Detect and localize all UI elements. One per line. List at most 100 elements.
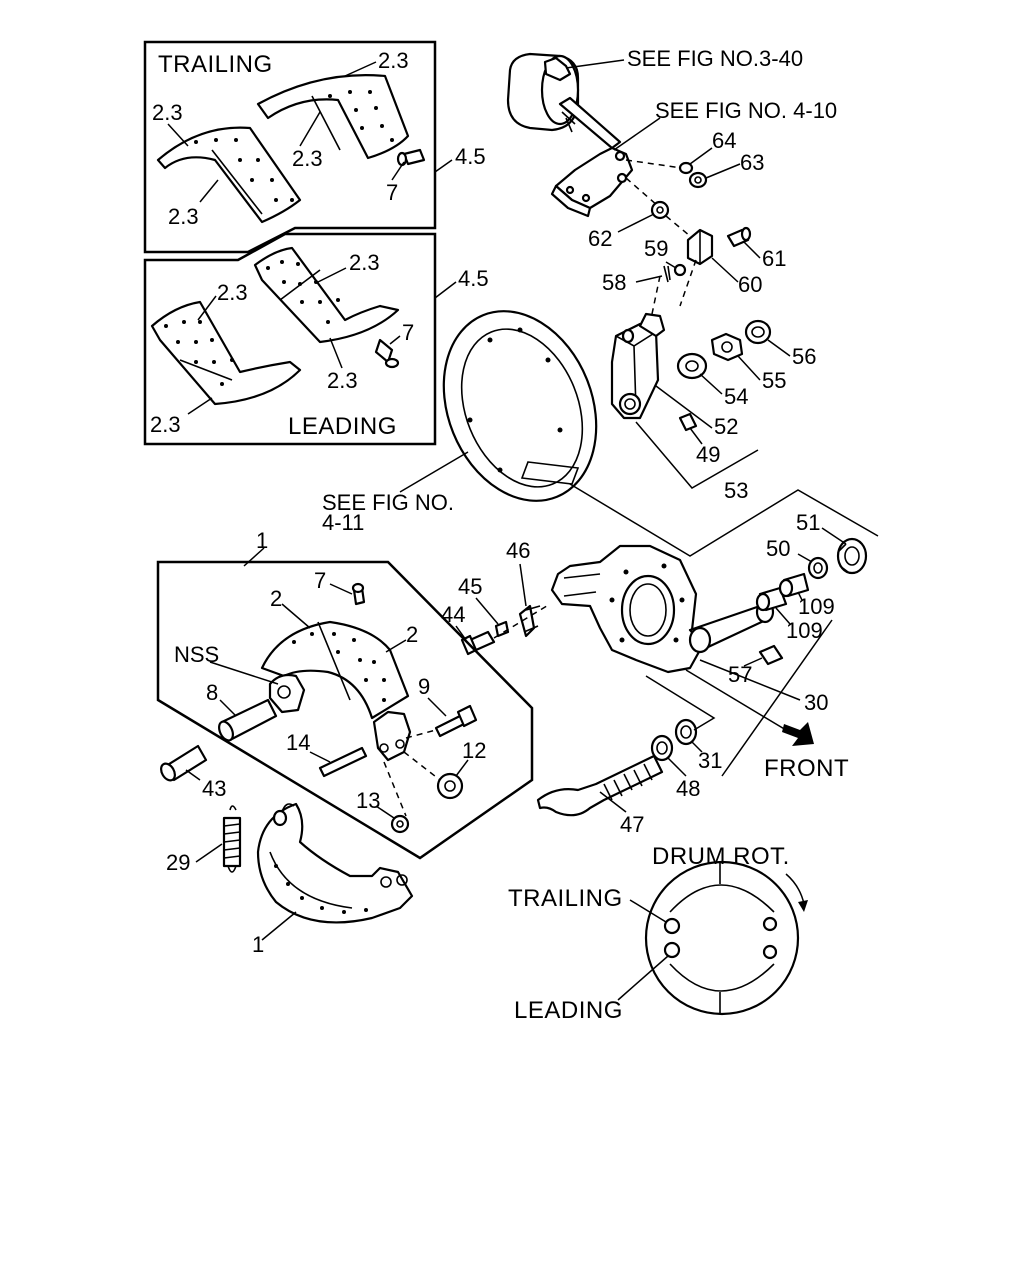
label-1-bottom: 1 bbox=[252, 932, 264, 957]
leading-lining-lower bbox=[150, 300, 302, 406]
front-arrow bbox=[685, 669, 814, 746]
bushing-109a bbox=[755, 586, 788, 612]
label-trailing-7: 7 bbox=[386, 180, 398, 205]
rot-leading-label: LEADING bbox=[514, 997, 623, 1024]
lining-kit-boxes: TRAILING LEADING bbox=[143, 40, 489, 446]
see-fig-4-11-line1: SEE FIG NO. bbox=[322, 490, 454, 515]
washer-45 bbox=[494, 620, 510, 638]
label-trailing-2-3-bottom: 2.3 bbox=[168, 204, 199, 229]
leading-rivet-7 bbox=[374, 338, 400, 369]
washer-54 bbox=[676, 352, 708, 380]
label-1-top: 1 bbox=[256, 528, 268, 553]
label-59: 59 bbox=[644, 236, 668, 261]
see-fig-4-11-line2: 4-11 bbox=[322, 510, 364, 535]
label-8: 8 bbox=[206, 680, 218, 705]
grease-fitting-49 bbox=[678, 412, 698, 432]
washer-59 bbox=[673, 263, 687, 277]
return-spring-29 bbox=[222, 805, 242, 873]
see-fig-3-40: SEE FIG NO.3-40 bbox=[627, 46, 803, 71]
brake-shoe-1 bbox=[256, 802, 414, 924]
label-7: 7 bbox=[314, 568, 326, 593]
air-chamber-assembly bbox=[506, 52, 622, 150]
label-64: 64 bbox=[712, 128, 736, 153]
label-51: 51 bbox=[796, 510, 820, 535]
label-55: 55 bbox=[762, 368, 786, 393]
label-61: 61 bbox=[762, 246, 786, 271]
trailing-box-title: TRAILING bbox=[158, 51, 273, 78]
see-fig-4-10: SEE FIG NO. 4-10 bbox=[655, 98, 837, 123]
bearing-51 bbox=[836, 537, 868, 575]
label-44: 44 bbox=[441, 602, 465, 627]
label-4-5-top: 4.5 bbox=[455, 144, 486, 169]
label-29: 29 bbox=[166, 850, 190, 875]
shoe-lining-2 bbox=[260, 620, 410, 720]
cotter-pin-58 bbox=[663, 265, 671, 283]
label-63: 63 bbox=[740, 150, 764, 175]
label-50: 50 bbox=[766, 536, 790, 561]
nut-63 bbox=[688, 171, 708, 189]
label-56: 56 bbox=[792, 344, 816, 369]
roller-pin-14 bbox=[318, 746, 368, 778]
label-2a: 2 bbox=[270, 586, 282, 611]
label-leading-2-3-top: 2.3 bbox=[349, 250, 380, 275]
rot-trailing-label: TRAILING bbox=[508, 885, 623, 912]
grease-fitting-57 bbox=[758, 644, 784, 666]
label-52: 52 bbox=[714, 414, 738, 439]
leading-lining-upper bbox=[253, 246, 400, 344]
shoe-web-nss bbox=[268, 673, 412, 762]
slack-adjuster-53 bbox=[610, 312, 666, 420]
leading-box-frame bbox=[143, 232, 437, 446]
spider-assembly-30 bbox=[550, 544, 775, 674]
drum-rot-label: DRUM ROT. bbox=[652, 843, 790, 870]
label-leading-2-3-bottom: 2.3 bbox=[150, 412, 181, 437]
roller-12 bbox=[436, 772, 464, 800]
label-109a: 109 bbox=[798, 594, 835, 619]
camshaft-47 bbox=[536, 754, 664, 817]
washer-55 bbox=[710, 332, 744, 362]
label-43: 43 bbox=[202, 776, 226, 801]
clevis-pin-61 bbox=[726, 226, 752, 248]
chamber-bracket bbox=[550, 146, 634, 218]
label-49: 49 bbox=[696, 442, 720, 467]
label-leading-2-3-left: 2.3 bbox=[217, 280, 248, 305]
abs-bracket-46 bbox=[518, 604, 541, 638]
label-trailing-2-3-mid: 2.3 bbox=[292, 146, 323, 171]
leading-box-title: LEADING bbox=[288, 413, 397, 440]
shoe-kit-frame bbox=[156, 560, 534, 860]
front-label: FRONT bbox=[764, 755, 849, 782]
washer-48 bbox=[650, 734, 674, 762]
label-60: 60 bbox=[738, 272, 762, 297]
dust-shield bbox=[442, 310, 598, 502]
label-54: 54 bbox=[724, 384, 748, 409]
label-46: 46 bbox=[506, 538, 530, 563]
label-4-5-bottom: 4.5 bbox=[458, 266, 489, 291]
label-58: 58 bbox=[602, 270, 626, 295]
label-57: 57 bbox=[728, 662, 752, 687]
label-45: 45 bbox=[458, 574, 482, 599]
seal-50 bbox=[807, 556, 829, 580]
trailing-lining-lower bbox=[156, 126, 302, 224]
anchor-pin-8 bbox=[218, 698, 278, 742]
label-trailing-2-3-top: 2.3 bbox=[378, 48, 409, 73]
rivet-7 bbox=[351, 582, 366, 606]
trailing-box-frame bbox=[143, 40, 437, 254]
washer-64 bbox=[678, 161, 694, 175]
label-109b: 109 bbox=[786, 618, 823, 643]
bolt-9 bbox=[434, 704, 478, 738]
label-47: 47 bbox=[620, 812, 644, 837]
label-13: 13 bbox=[356, 788, 380, 813]
label-14: 14 bbox=[286, 730, 310, 755]
trailing-rivet-7 bbox=[396, 148, 426, 167]
bushing-109b bbox=[778, 572, 810, 598]
drum-rotation-inset bbox=[644, 860, 808, 1016]
anchor-pin-43 bbox=[160, 744, 208, 782]
label-12: 12 bbox=[462, 738, 486, 763]
label-48: 48 bbox=[676, 776, 700, 801]
label-31: 31 bbox=[698, 748, 722, 773]
label-trailing-2-3-left: 2.3 bbox=[152, 100, 183, 125]
washer-62 bbox=[650, 200, 670, 220]
seal-31 bbox=[674, 718, 698, 746]
label-leading-2-3-mid: 2.3 bbox=[327, 368, 358, 393]
label-53: 53 bbox=[724, 478, 748, 503]
